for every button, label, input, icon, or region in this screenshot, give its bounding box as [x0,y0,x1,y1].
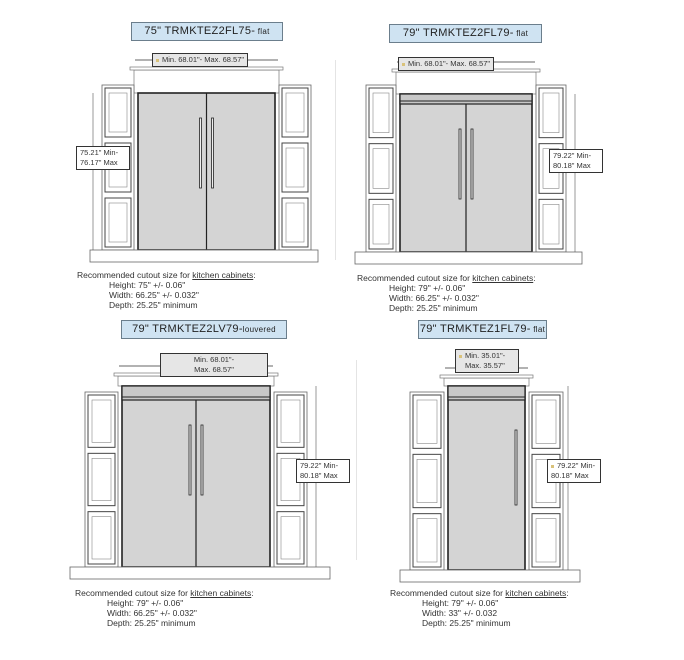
panel-2-title: 79" TRMKTEZ2FL79- flat [389,24,542,43]
cabinet-panel [535,518,557,563]
panel-1-cutout-specs: Recommended cutout size for kitchen cabi… [77,270,256,310]
door-handle [188,424,192,496]
cabinet-panel [372,92,390,133]
door-handle [458,128,462,200]
panel-3-height-label: 79.22" Min-80.18" Max [296,459,350,483]
soffit [117,375,275,387]
panel-3-title: 79" TRMKTEZ2LV79-louvered [121,320,287,339]
cabinet-panel [91,399,112,443]
cabinet-panel [416,399,438,444]
soffit [133,69,280,94]
panel-1-height-label: 75.21" Min-76.17" Max [76,146,130,170]
divider [356,360,357,560]
refrigerator [447,385,526,571]
panel-4-height-label: 79.22" Min-80.18" Max [547,459,601,483]
cabinet-panel [416,459,438,503]
top-grille [121,385,271,401]
cabinet-panel [285,147,305,188]
kitchen-cabinets-link[interactable]: kitchen cabinets [190,588,252,598]
kitchen-cabinets-link[interactable]: kitchen cabinets [192,270,254,280]
cabinet-panel [372,204,390,245]
cabinet-panel [372,148,390,189]
divider [335,60,336,260]
cabinet-panel [285,92,305,133]
cabinet-panel [108,92,128,133]
door-handle [470,128,474,200]
door-handle [211,117,214,189]
cabinet-panel [280,516,301,560]
panel-2-height-label: 79.22" Min-80.18" Max [549,149,603,173]
crown-trim [129,66,284,71]
door-handle [200,424,204,496]
floor-base [354,251,583,265]
door-handle [514,429,518,506]
kitchen-cabinets-link[interactable]: kitchen cabinets [505,588,567,598]
floor-base [89,249,319,263]
soffit [395,71,537,95]
floor-base [69,566,331,580]
floor-base [399,569,581,583]
panel-1-title: 75" TRMKTEZ2FL75- flat [131,22,283,41]
panel-2-width-label: Min. 68.01"- Max. 68.57" [398,57,495,71]
cabinet-panel [285,202,305,243]
door-handle [199,117,202,189]
soffit [443,377,530,387]
cabinet-panel [542,204,560,245]
cabinet-panel [108,202,128,243]
panel-4-title: 79" TRMKTEZ1FL79- flat [418,320,547,339]
kitchen-cabinets-link[interactable]: kitchen cabinets [472,273,534,283]
panel-4-cutout-specs: Recommended cutout size for kitchen cabi… [390,588,569,628]
panel-3-width-label: Min. 68.01"-Max. 68.57" [160,353,268,377]
panel-3-cutout-specs: Recommended cutout size for kitchen cabi… [75,588,254,628]
crown-trim [439,374,534,379]
cabinet-panel [416,518,438,563]
panel-1-width-label: Min. 68.01"- Max. 68.57" [152,53,249,67]
cabinet-panel [280,399,301,443]
top-grille [399,93,533,105]
cabinet-panel [542,92,560,133]
top-grille [447,385,526,401]
panel-2-cutout-specs: Recommended cutout size for kitchen cabi… [357,273,536,313]
cabinet-panel [535,399,557,444]
cabinet-panel [91,458,112,501]
cabinet-panel [91,516,112,560]
panel-4-width-label: Min. 35.01"-Max. 35.57" [455,349,519,373]
